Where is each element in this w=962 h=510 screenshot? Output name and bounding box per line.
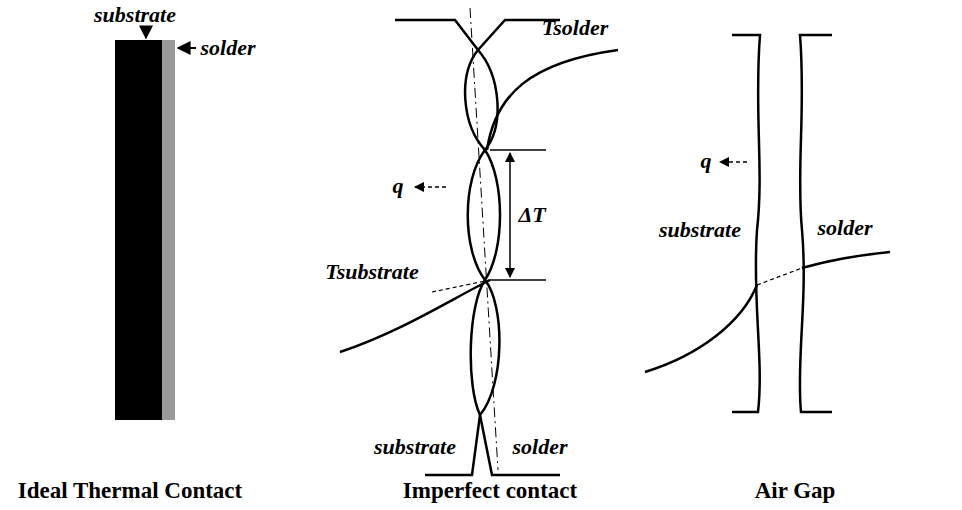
solder-layer <box>162 40 175 420</box>
temperature-curve <box>340 280 490 352</box>
temperature-label: Tsubstrate <box>325 261 418 283</box>
pointer-arrow <box>145 29 147 38</box>
heat-flux-arrow <box>415 186 446 188</box>
tick-line <box>490 149 546 151</box>
delta-label: ΔT <box>518 204 545 226</box>
material-label: solder <box>818 217 873 239</box>
panel-caption: Ideal Thermal Contact <box>18 479 242 502</box>
material-label: substrate <box>94 4 176 26</box>
extrapolation-line <box>757 268 802 285</box>
pointer-arrow <box>178 47 196 49</box>
material-label: substrate <box>659 219 741 241</box>
material-label: solder <box>201 37 256 59</box>
delta-arrow <box>509 153 511 277</box>
panel-caption: Imperfect contact <box>403 479 577 502</box>
substrate-block <box>115 40 162 420</box>
temperature-curve <box>802 252 890 268</box>
heat-flux-arrow <box>720 161 747 163</box>
temperature-label: Tsolder <box>542 17 608 39</box>
solder-surface <box>465 20 560 475</box>
material-label: solder <box>513 436 568 458</box>
heat-flux-label: q <box>701 150 712 172</box>
substrate-surface <box>395 20 499 475</box>
tick-line <box>490 279 546 281</box>
temperature-curve <box>487 50 618 150</box>
temperature-curve <box>645 285 757 372</box>
material-label: substrate <box>374 436 456 458</box>
extrapolation-line <box>432 280 490 292</box>
panel-caption: Air Gap <box>755 479 836 502</box>
heat-flux-label: q <box>393 175 404 197</box>
